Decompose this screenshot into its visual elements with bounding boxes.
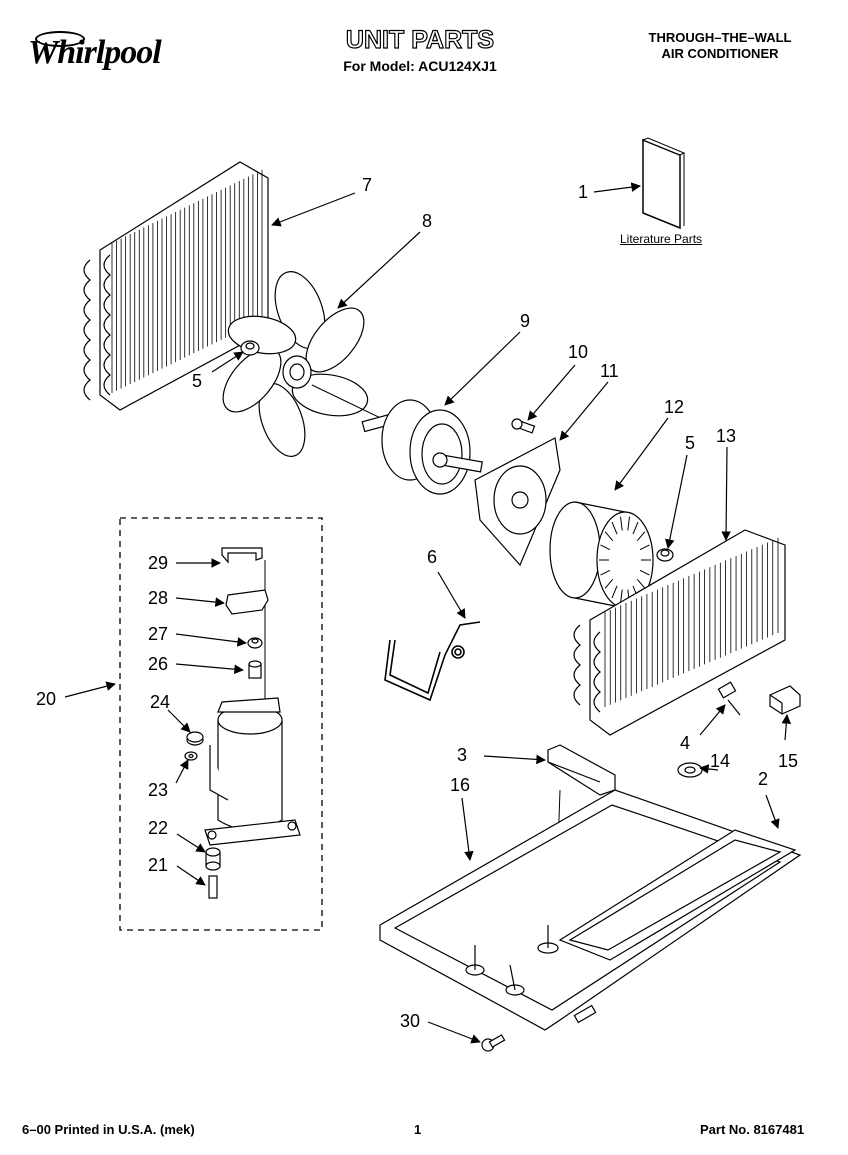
model-subtitle: For Model: ACU124XJ1 [343,58,497,74]
callout-27: 27 [148,624,169,644]
callout-24: 24 [150,692,171,712]
literature-parts-booklet [641,137,686,230]
base-screw [481,1034,506,1052]
sensor-holder [769,685,801,715]
callout-23: 23 [148,780,169,800]
leader-20 [64,681,116,698]
product-type-line-2: AIR CONDITIONER [661,46,779,61]
brand-logo: Whirlpool [28,34,162,71]
product-type-line-1: THROUGH–THE–WALL [648,30,792,45]
leader-12 [614,417,669,491]
terminal-nut [247,637,263,649]
leader-27 [175,633,247,647]
leader-4 [699,704,726,736]
compressor-sleeve [208,875,218,899]
callout-29: 29 [148,553,169,573]
leader-30 [427,1021,481,1044]
motor-mount-bracket [474,437,561,567]
leader-24 [167,709,191,733]
callout-21: 21 [148,855,169,875]
compressor-nut [186,731,204,746]
page-title: UNIT PARTS [345,25,495,54]
fan-clip-left [240,340,260,356]
terminal-cover [225,589,269,615]
leader-26 [175,663,244,675]
leader-8 [337,231,421,309]
callout-5-left: 5 [192,371,203,391]
leader-6 [437,571,466,619]
compressor-clamp [221,547,263,564]
callout-13: 13 [716,426,737,446]
footer-part-number: Part No. 8167481 [700,1122,805,1137]
callout-5-right: 5 [685,433,696,453]
leader-14 [699,764,719,774]
footer-print-info: 6–00 Printed in U.S.A. (mek) [22,1122,195,1137]
brand-logo-swoosh [35,31,85,47]
motor-mount-screw [511,418,536,434]
callout-11: 11 [600,361,619,381]
drain-grommet [677,762,703,778]
callout-3: 3 [457,745,468,765]
leader-11 [559,381,609,441]
callout-15: 15 [778,751,799,771]
callout-4: 4 [680,733,691,753]
callout-26: 26 [148,654,169,674]
condenser-coil [83,161,269,411]
callout-30: 30 [400,1011,421,1031]
terminal-gasket [248,660,262,679]
leader-9 [444,331,521,406]
callout-8: 8 [422,211,433,231]
leader-21 [176,865,206,886]
leader-15 [781,714,792,741]
callout-16: 16 [450,775,471,795]
callout-1: 1 [578,182,589,202]
leader-23 [175,759,189,784]
compressor-washer [184,751,198,761]
callout-6: 6 [427,547,438,567]
leader-28 [175,597,225,607]
leader-2 [765,794,780,829]
condenser-fan-blade [222,271,369,457]
leader-13 [721,446,731,541]
leader-5b [665,454,688,549]
callout-28: 28 [148,588,169,608]
product-type: THROUGH–THE–WALL AIR CONDITIONER [610,30,830,62]
callout-9: 9 [520,311,531,331]
callout-10: 10 [568,342,589,362]
leader-5a [211,351,244,373]
thermistor-sensor [717,681,741,716]
leader-16 [461,797,474,861]
callout-7: 7 [362,175,373,195]
callout-22: 22 [148,818,169,838]
callout-20: 20 [36,689,57,709]
compressor-kit-group [119,517,323,931]
callout-14: 14 [710,751,731,771]
leader-1 [593,182,641,193]
compressor-grommet [205,847,221,871]
compressor-mount-bracket [547,744,616,796]
callout-2: 2 [758,769,769,789]
footer-page-number: 1 [414,1122,422,1137]
evaporator-clip [656,548,674,562]
base-pan [379,789,802,1031]
evaporator-coil [573,529,786,736]
leader-10 [527,364,576,421]
blower-wheel [549,501,654,609]
literature-parts-label: Literature Parts [620,232,703,246]
leader-3 [483,754,546,765]
leader-22 [176,833,206,853]
drain-spring-clip [384,621,481,702]
compressor [204,697,301,846]
callout-12: 12 [664,397,685,417]
leader-7 [271,192,356,227]
fan-motor [361,399,483,495]
